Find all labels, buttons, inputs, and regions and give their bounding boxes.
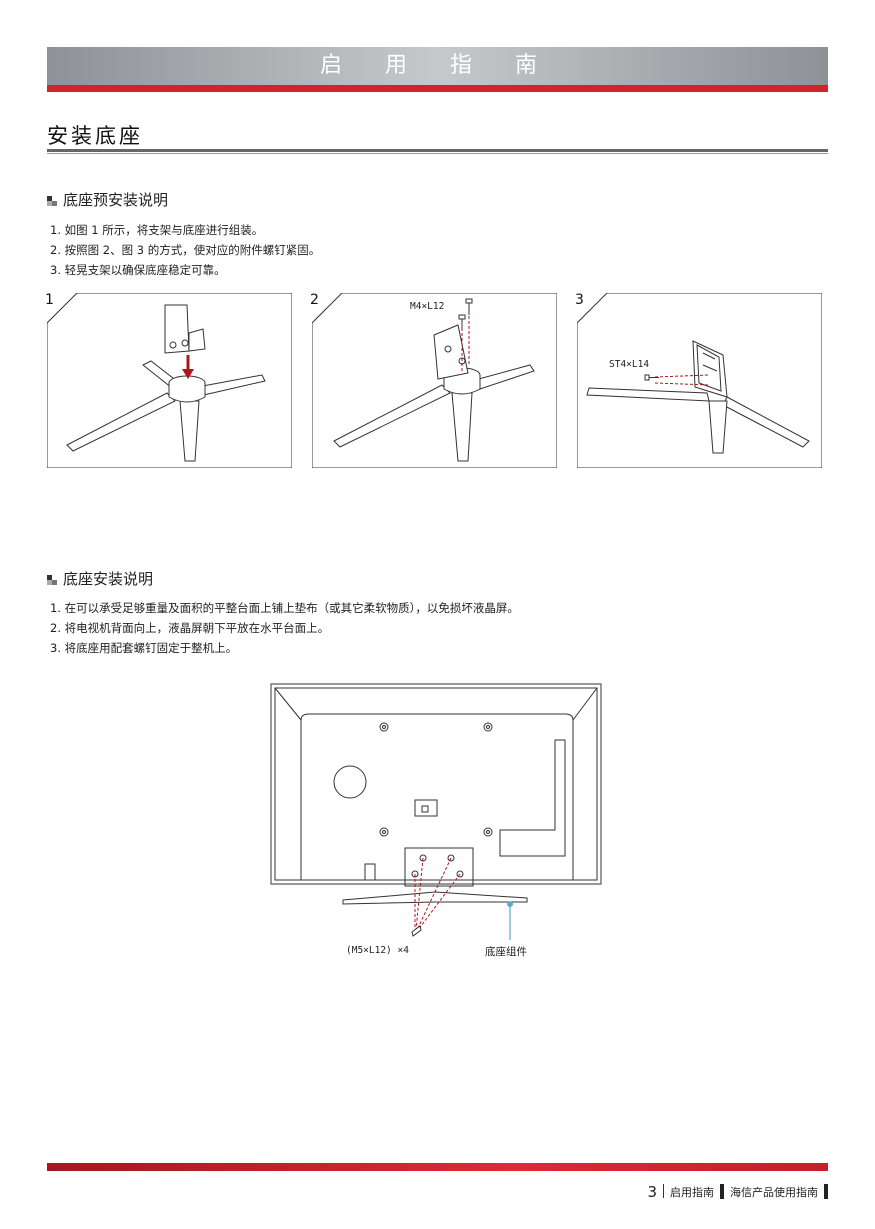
figure-2-drawing — [312, 293, 557, 468]
footer-separator — [663, 1184, 664, 1198]
footer-chapter: 启用指南 — [670, 1186, 714, 1199]
figure-3-number: 3 — [575, 292, 584, 308]
page-number: 3 — [647, 1183, 657, 1201]
figure-3-panel: 3 ST4×L14 — [575, 292, 822, 468]
pre-install-heading: 底座预安装说明 — [47, 189, 168, 210]
figure-2-screw-label: M4×L12 — [410, 301, 445, 312]
list-item: 1. 如图 1 所示，将支架与底座进行组装。 — [50, 223, 264, 237]
install-heading-text: 底座安装说明 — [63, 570, 154, 588]
list-item: 1. 在可以承受足够重量及面积的平整台面上铺上垫布（或其它柔软物质），以免损坏液… — [50, 601, 519, 615]
figure-3-drawing — [577, 293, 822, 468]
footer-band — [47, 1163, 828, 1171]
stand-component-label: 底座组件 — [485, 946, 527, 958]
list-item: 2. 将电视机背面向上，液晶屏朝下平放在水平台面上。 — [50, 621, 330, 635]
list-item: 2. 按照图 2、图 3 的方式，使对应的附件螺钉紧固。 — [50, 243, 321, 257]
footer-manual-title: 海信产品使用指南 — [730, 1186, 818, 1199]
figure-1-drawing — [47, 293, 292, 468]
figure-1-panel: 1 — [45, 292, 292, 468]
bullet-icon — [47, 574, 57, 585]
footer-bar-icon — [824, 1184, 828, 1199]
section-title: 安装底座 — [47, 124, 143, 148]
pre-install-list: 1. 如图 1 所示，将支架与底座进行组装。 2. 按照图 2、图 3 的方式，… — [50, 220, 320, 280]
header-band — [47, 47, 828, 85]
page-footer: 3 启用指南 海信产品使用指南 — [647, 1183, 828, 1201]
section-rule-thin — [47, 153, 828, 154]
figure-2-number: 2 — [310, 292, 319, 308]
tv-screw-label: (M5×L12) ×4 — [346, 945, 409, 956]
section-rule-thick — [47, 149, 828, 152]
footer-bar-icon — [720, 1184, 724, 1199]
list-item: 3. 将底座用配套螺钉固定于整机上。 — [50, 641, 238, 655]
install-heading: 底座安装说明 — [47, 568, 153, 589]
pre-install-heading-text: 底座预安装说明 — [63, 191, 169, 209]
figure-3-screw-label: ST4×L14 — [609, 359, 650, 370]
header-red-stripe — [47, 85, 828, 92]
tv-back-diagram — [270, 683, 602, 940]
figure-2-panel: 2 M4×L12 — [310, 292, 557, 468]
list-item: 3. 轻晃支架以确保底座稳定可靠。 — [50, 263, 226, 277]
page-header-title: 启 用 指 南 — [320, 53, 555, 78]
figure-1-number: 1 — [45, 292, 54, 308]
install-list: 1. 在可以承受足够重量及面积的平整台面上铺上垫布（或其它柔软物质），以免损坏液… — [50, 598, 519, 658]
bullet-icon — [47, 195, 57, 206]
